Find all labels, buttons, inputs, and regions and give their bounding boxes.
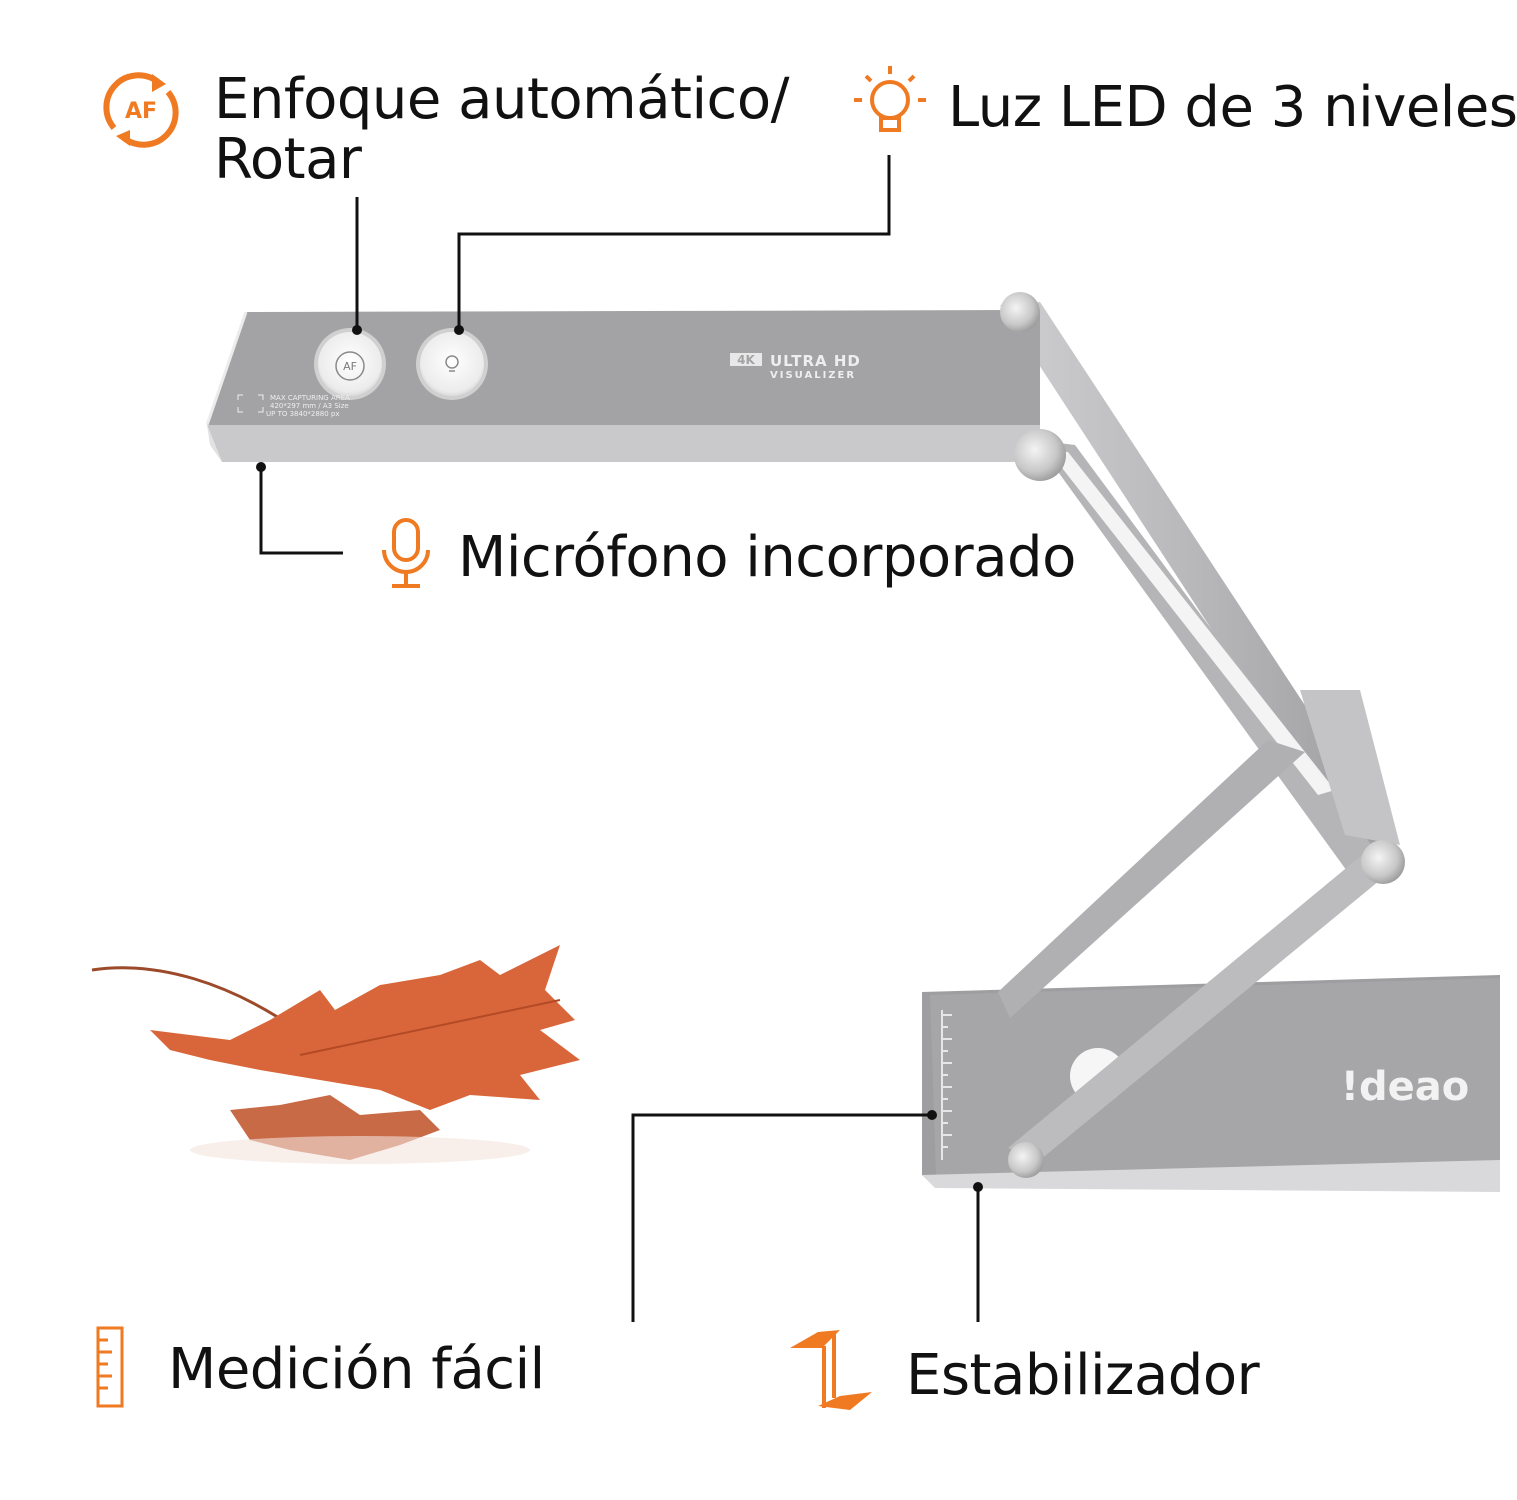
badge-title: ULTRA HD <box>770 352 861 370</box>
led-label: Luz LED de 3 niveles <box>948 75 1517 140</box>
stabilizer-label: Estabilizador <box>906 1343 1260 1408</box>
camera-head: AF 4K ULTRA HD VISUALIZER MAX CAPTURING … <box>205 310 1040 462</box>
base-ruler-scale <box>941 1010 952 1160</box>
capture-line-1: MAX CAPTURING AREA <box>270 394 350 402</box>
upper-arm <box>1000 302 1400 878</box>
autofocus-label-line1: Enfoque automático/ <box>214 67 789 132</box>
measure-callout-line <box>631 1113 932 1322</box>
led-button-bulb-icon <box>445 355 459 369</box>
measure-label: Medición fácil <box>168 1337 545 1402</box>
af-icon-text: AF <box>125 99 157 124</box>
stabilizer-icon <box>788 1326 878 1418</box>
callout-lines <box>259 155 980 1322</box>
brand-logo: !deao <box>1341 1064 1469 1110</box>
ultra-hd-badge: 4K ULTRA HD VISUALIZER <box>730 352 861 381</box>
af-button-text: AF <box>343 360 357 373</box>
hinge-joints <box>1000 292 1405 1178</box>
led-button[interactable] <box>416 328 488 400</box>
ruler-icon <box>96 1326 126 1410</box>
hinge-joint <box>1014 429 1066 481</box>
led-callout-line <box>457 155 891 330</box>
badge-4k: 4K <box>737 353 755 367</box>
microphone-label: Micrófono incorporado <box>458 525 1076 590</box>
lightbulb-icon <box>850 64 930 140</box>
autumn-leaves-image <box>91 945 580 1164</box>
hinge-joint <box>1008 1142 1044 1178</box>
autofocus-button[interactable]: AF <box>314 328 386 400</box>
autofocus-label-line2: Rotar <box>214 127 362 192</box>
microphone-callout-line <box>259 467 343 555</box>
hinge-joint <box>1000 292 1040 332</box>
capture-frame-icon <box>237 394 264 413</box>
hinge-joint <box>1361 840 1405 884</box>
af-rotate-icon: AF <box>96 70 186 150</box>
lower-arm <box>998 690 1402 1160</box>
capture-line-2: 420*297 mm / A3 Size <box>270 402 349 410</box>
capture-area-info: MAX CAPTURING AREA 420*297 mm / A3 Size … <box>237 394 350 418</box>
microphone-icon <box>376 516 436 592</box>
callout-dots <box>256 325 983 1192</box>
badge-subtitle: VISUALIZER <box>770 370 856 381</box>
capture-line-3: UP TO 3840*2880 px <box>266 410 340 418</box>
